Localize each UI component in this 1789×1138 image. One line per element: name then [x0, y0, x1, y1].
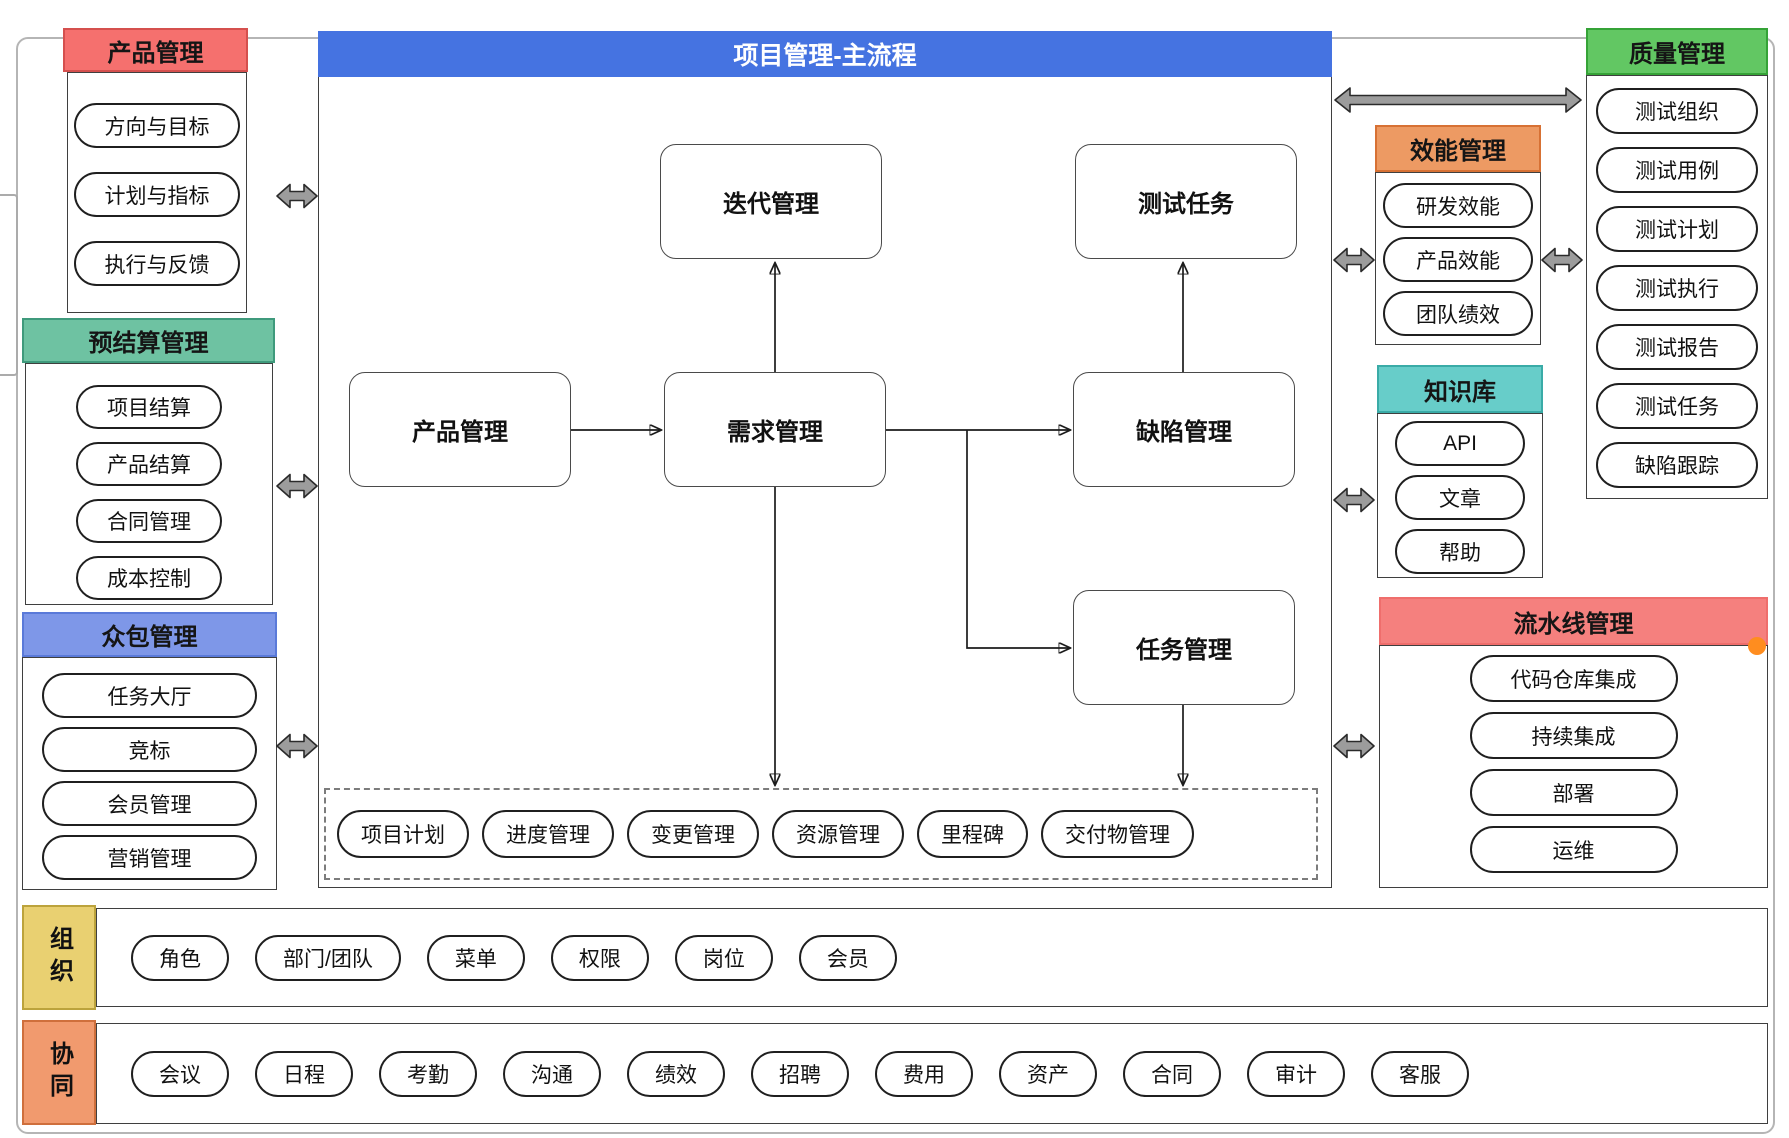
diagram-pill[interactable]: 费用 — [875, 1050, 973, 1097]
group-header-quality-management[interactable]: 质量管理 — [1586, 28, 1768, 75]
diagram-pill[interactable]: 测试用例 — [1596, 147, 1758, 193]
row-header-organization[interactable]: 组织 — [22, 905, 96, 1010]
diagram-pill[interactable]: 方向与目标 — [74, 103, 240, 148]
group-body-crowdsourcing-management: 任务大厅竞标会员管理营销管理 — [22, 657, 277, 890]
double-arrow-icon — [1541, 247, 1583, 273]
group-header-crowdsourcing-management[interactable]: 众包管理 — [22, 612, 277, 657]
node-task-management[interactable]: 任务管理 — [1073, 590, 1295, 705]
diagram-pill[interactable]: 会员 — [798, 934, 897, 981]
diagram-pill[interactable]: 代码仓库集成 — [1469, 655, 1678, 702]
diagram-pill[interactable]: 资产 — [999, 1050, 1097, 1097]
diagram-pill[interactable]: 项目计划 — [337, 810, 469, 858]
diagram-pill[interactable]: 进度管理 — [482, 810, 614, 858]
diagram-pill[interactable]: 文章 — [1395, 475, 1525, 520]
diagram-pill[interactable]: 缺陷跟踪 — [1596, 442, 1758, 488]
group-header-efficiency-management[interactable]: 效能管理 — [1375, 125, 1541, 172]
diagram-pill[interactable]: 合同管理 — [76, 499, 222, 543]
group-body-product-management: 方向与目标计划与指标执行与反馈 — [67, 72, 247, 313]
diagram-pill[interactable]: 测试执行 — [1596, 265, 1758, 311]
flow-connectors — [571, 31, 1332, 888]
diagram-pill[interactable]: 任务大厅 — [42, 673, 257, 718]
sub-process-group: 项目计划进度管理变更管理资源管理里程碑交付物管理 — [324, 788, 1318, 880]
diagram-pill[interactable]: 部署 — [1469, 769, 1678, 816]
diagram-pill[interactable]: 沟通 — [503, 1050, 601, 1097]
diagram-pill[interactable]: 成本控制 — [76, 556, 222, 600]
diagram-pill[interactable]: 计划与指标 — [74, 172, 240, 217]
group-body-knowledge-base: API 文章帮助 — [1377, 413, 1543, 578]
double-arrow-icon — [276, 733, 318, 759]
diagram-pill[interactable]: 里程碑 — [917, 810, 1028, 858]
connection-handle-dot[interactable] — [1748, 637, 1766, 655]
diagram-pill[interactable]: 招聘 — [751, 1050, 849, 1097]
diagram-pill[interactable]: 部门/团队 — [255, 934, 401, 981]
diagram-pill[interactable]: 测试报告 — [1596, 324, 1758, 370]
node-iteration-management[interactable]: 迭代管理 — [660, 144, 882, 259]
diagram-pill[interactable]: 合同 — [1123, 1050, 1221, 1097]
double-arrow-icon — [276, 473, 318, 499]
double-arrow-icon — [1333, 487, 1375, 513]
diagram-pill[interactable]: 资源管理 — [772, 810, 904, 858]
diagram-pill[interactable]: 竞标 — [42, 727, 257, 772]
node-requirement-management[interactable]: 需求管理 — [664, 372, 886, 487]
row-body-collaboration: 会议日程考勤沟通绩效招聘费用资产合同审计客服 — [96, 1023, 1768, 1124]
diagram-pill[interactable]: 会议 — [131, 1050, 229, 1097]
diagram-pill[interactable]: 交付物管理 — [1041, 810, 1194, 858]
diagram-pill[interactable]: 岗位 — [674, 934, 773, 981]
diagram-pill[interactable]: 考勤 — [379, 1050, 477, 1097]
double-arrow-icon — [1333, 733, 1375, 759]
diagram-pill[interactable]: 运维 — [1469, 826, 1678, 873]
group-header-knowledge-base[interactable]: 知识库 — [1377, 365, 1543, 413]
main-flow-title[interactable]: 项目管理-主流程 — [318, 31, 1332, 77]
diagram-pill[interactable]: 绩效 — [627, 1050, 725, 1097]
double-arrow-icon — [276, 183, 318, 209]
group-header-product-management[interactable]: 产品管理 — [63, 28, 248, 72]
group-body-quality-management: 测试组织测试用例测试计划测试执行测试报告测试任务缺陷跟踪 — [1586, 75, 1768, 499]
diagram-pill[interactable]: API — [1395, 421, 1525, 466]
diagram-pill[interactable]: 持续集成 — [1469, 712, 1678, 759]
double-arrow-icon — [1334, 87, 1582, 113]
group-header-budget-management[interactable]: 预结算管理 — [22, 318, 275, 363]
diagram-pill[interactable]: 菜单 — [426, 934, 525, 981]
diagram-pill[interactable]: 团队绩效 — [1383, 291, 1533, 336]
diagram-pill[interactable]: 权限 — [550, 934, 649, 981]
group-header-pipeline-management[interactable]: 流水线管理 — [1379, 597, 1768, 645]
node-product-management[interactable]: 产品管理 — [349, 372, 571, 487]
group-body-budget-management: 项目结算产品结算合同管理成本控制 — [25, 363, 273, 605]
diagram-pill[interactable]: 产品效能 — [1383, 237, 1533, 282]
diagram-pill[interactable]: 变更管理 — [627, 810, 759, 858]
diagram-pill[interactable]: 测试计划 — [1596, 206, 1758, 252]
group-body-efficiency-management: 研发效能产品效能团队绩效 — [1375, 172, 1541, 345]
diagram-pill[interactable]: 帮助 — [1395, 529, 1525, 574]
diagram-pill[interactable]: 产品结算 — [76, 442, 222, 486]
diagram-pill[interactable]: 日程 — [255, 1050, 353, 1097]
row-header-collaboration[interactable]: 协同 — [22, 1020, 96, 1125]
row-body-organization: 角色部门/团队菜单权限岗位会员 — [96, 908, 1768, 1007]
diagram-pill[interactable]: 客服 — [1371, 1050, 1469, 1097]
diagram-pill[interactable]: 营销管理 — [42, 835, 257, 880]
diagram-pill[interactable]: 审计 — [1247, 1050, 1345, 1097]
left-edge-artifact — [0, 194, 18, 376]
double-arrow-icon — [1333, 247, 1375, 273]
diagram-pill[interactable]: 测试组织 — [1596, 88, 1758, 134]
diagram-pill[interactable]: 测试任务 — [1596, 383, 1758, 429]
node-test-task[interactable]: 测试任务 — [1075, 144, 1297, 259]
diagram-pill[interactable]: 会员管理 — [42, 781, 257, 826]
node-defect-management[interactable]: 缺陷管理 — [1073, 372, 1295, 487]
diagram-pill[interactable]: 项目结算 — [76, 385, 222, 429]
diagram-pill[interactable]: 执行与反馈 — [74, 241, 240, 286]
diagram-pill[interactable]: 角色 — [131, 934, 229, 981]
diagram-pill[interactable]: 研发效能 — [1383, 183, 1533, 228]
group-body-pipeline-management: 代码仓库集成持续集成部署运维 — [1379, 645, 1768, 888]
